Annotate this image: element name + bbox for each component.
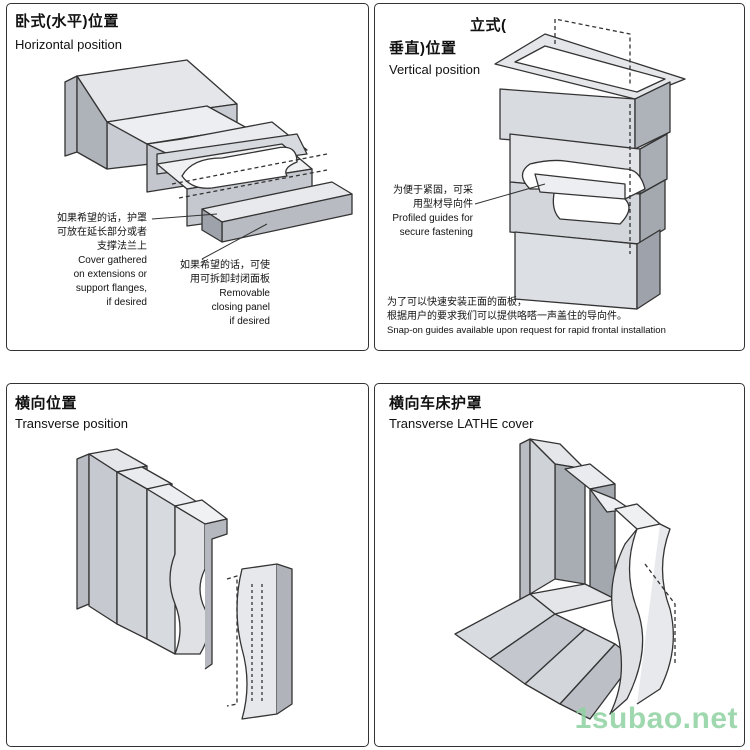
caption-line: 如果希望的话，护罩 — [57, 213, 147, 224]
caption-line: Cover gathered — [78, 255, 147, 266]
caption-line: secure fastening — [399, 227, 473, 238]
caption-line: Profiled guides for — [392, 213, 473, 224]
caption-line: 可放在延长部分或者 — [57, 227, 147, 238]
panel-title-en: Horizontal position — [15, 37, 122, 52]
watermark: 1subao.net — [574, 702, 738, 735]
caption-line: on extensions or — [73, 269, 147, 280]
panel-title-cn: 卧式(水平)位置 — [15, 13, 119, 30]
vertical-cover-drawing — [474, 18, 686, 310]
panel-title-en: Transverse position — [15, 416, 128, 431]
caption-line: 用型材导向件 — [413, 199, 473, 210]
panel-title-cn: 横向位置 — [15, 395, 78, 412]
caption-line: 为便于紧固，可采 — [393, 185, 473, 196]
transverse-cover-drawing — [76, 448, 293, 720]
horizontal-position-panel: 卧式(水平)位置 Horizontal position — [6, 3, 369, 351]
caption-line: 如果希望的话，可使 — [180, 260, 270, 271]
vertical-position-panel: 立式( 垂直)位置 Vertical position 为便于紧固，可采 — [374, 3, 745, 351]
caption-line: Snap-on guides available upon request fo… — [387, 325, 666, 336]
panel-title-en: Vertical position — [389, 62, 481, 77]
lathe-cover-drawing — [454, 438, 676, 720]
caption-line: closing panel — [211, 302, 270, 313]
caption-line: if desired — [229, 316, 270, 327]
caption-line: 用可拆卸封闭面板 — [190, 274, 270, 285]
panel-title-cn-part1: 立式( — [470, 17, 507, 34]
caption-cover-gathered: 如果希望的话，护罩 可放在延长部分或者 支撑法兰上 Cover gathered… — [47, 212, 147, 310]
panel-title-cn-part2: 垂直)位置 — [389, 40, 457, 57]
caption-removable-panel: 如果希望的话，可使 用可拆卸封闭面板 Removable closing pan… — [165, 259, 270, 329]
caption-snap-on-guides: 为了可以快速安装正面的面板， 根据用户的要求我们可以提供咯嗒一声盖住的导向件。 … — [387, 296, 737, 338]
caption-line: 为了可以快速安装正面的面板， — [387, 297, 527, 308]
caption-line: Removable — [219, 288, 270, 299]
caption-line: 根据用户的要求我们可以提供咯嗒一声盖住的导向件。 — [387, 311, 627, 322]
panel-title-en: Transverse LATHE cover — [389, 416, 534, 431]
caption-line: if desired — [106, 297, 147, 308]
caption-line: support flanges, — [75, 283, 147, 294]
transverse-lathe-cover-panel: 横向车床护罩 Transverse LATHE cover — [374, 383, 745, 747]
transverse-position-panel: 横向位置 Transverse position — [6, 383, 369, 747]
caption-profiled-guides: 为便于紧固，可采 用型材导向件 Profiled guides for secu… — [385, 184, 473, 240]
caption-line: 支撑法兰上 — [97, 241, 147, 252]
panel-title-cn: 横向车床护罩 — [389, 395, 483, 412]
horizontal-cover-drawing — [64, 59, 353, 260]
